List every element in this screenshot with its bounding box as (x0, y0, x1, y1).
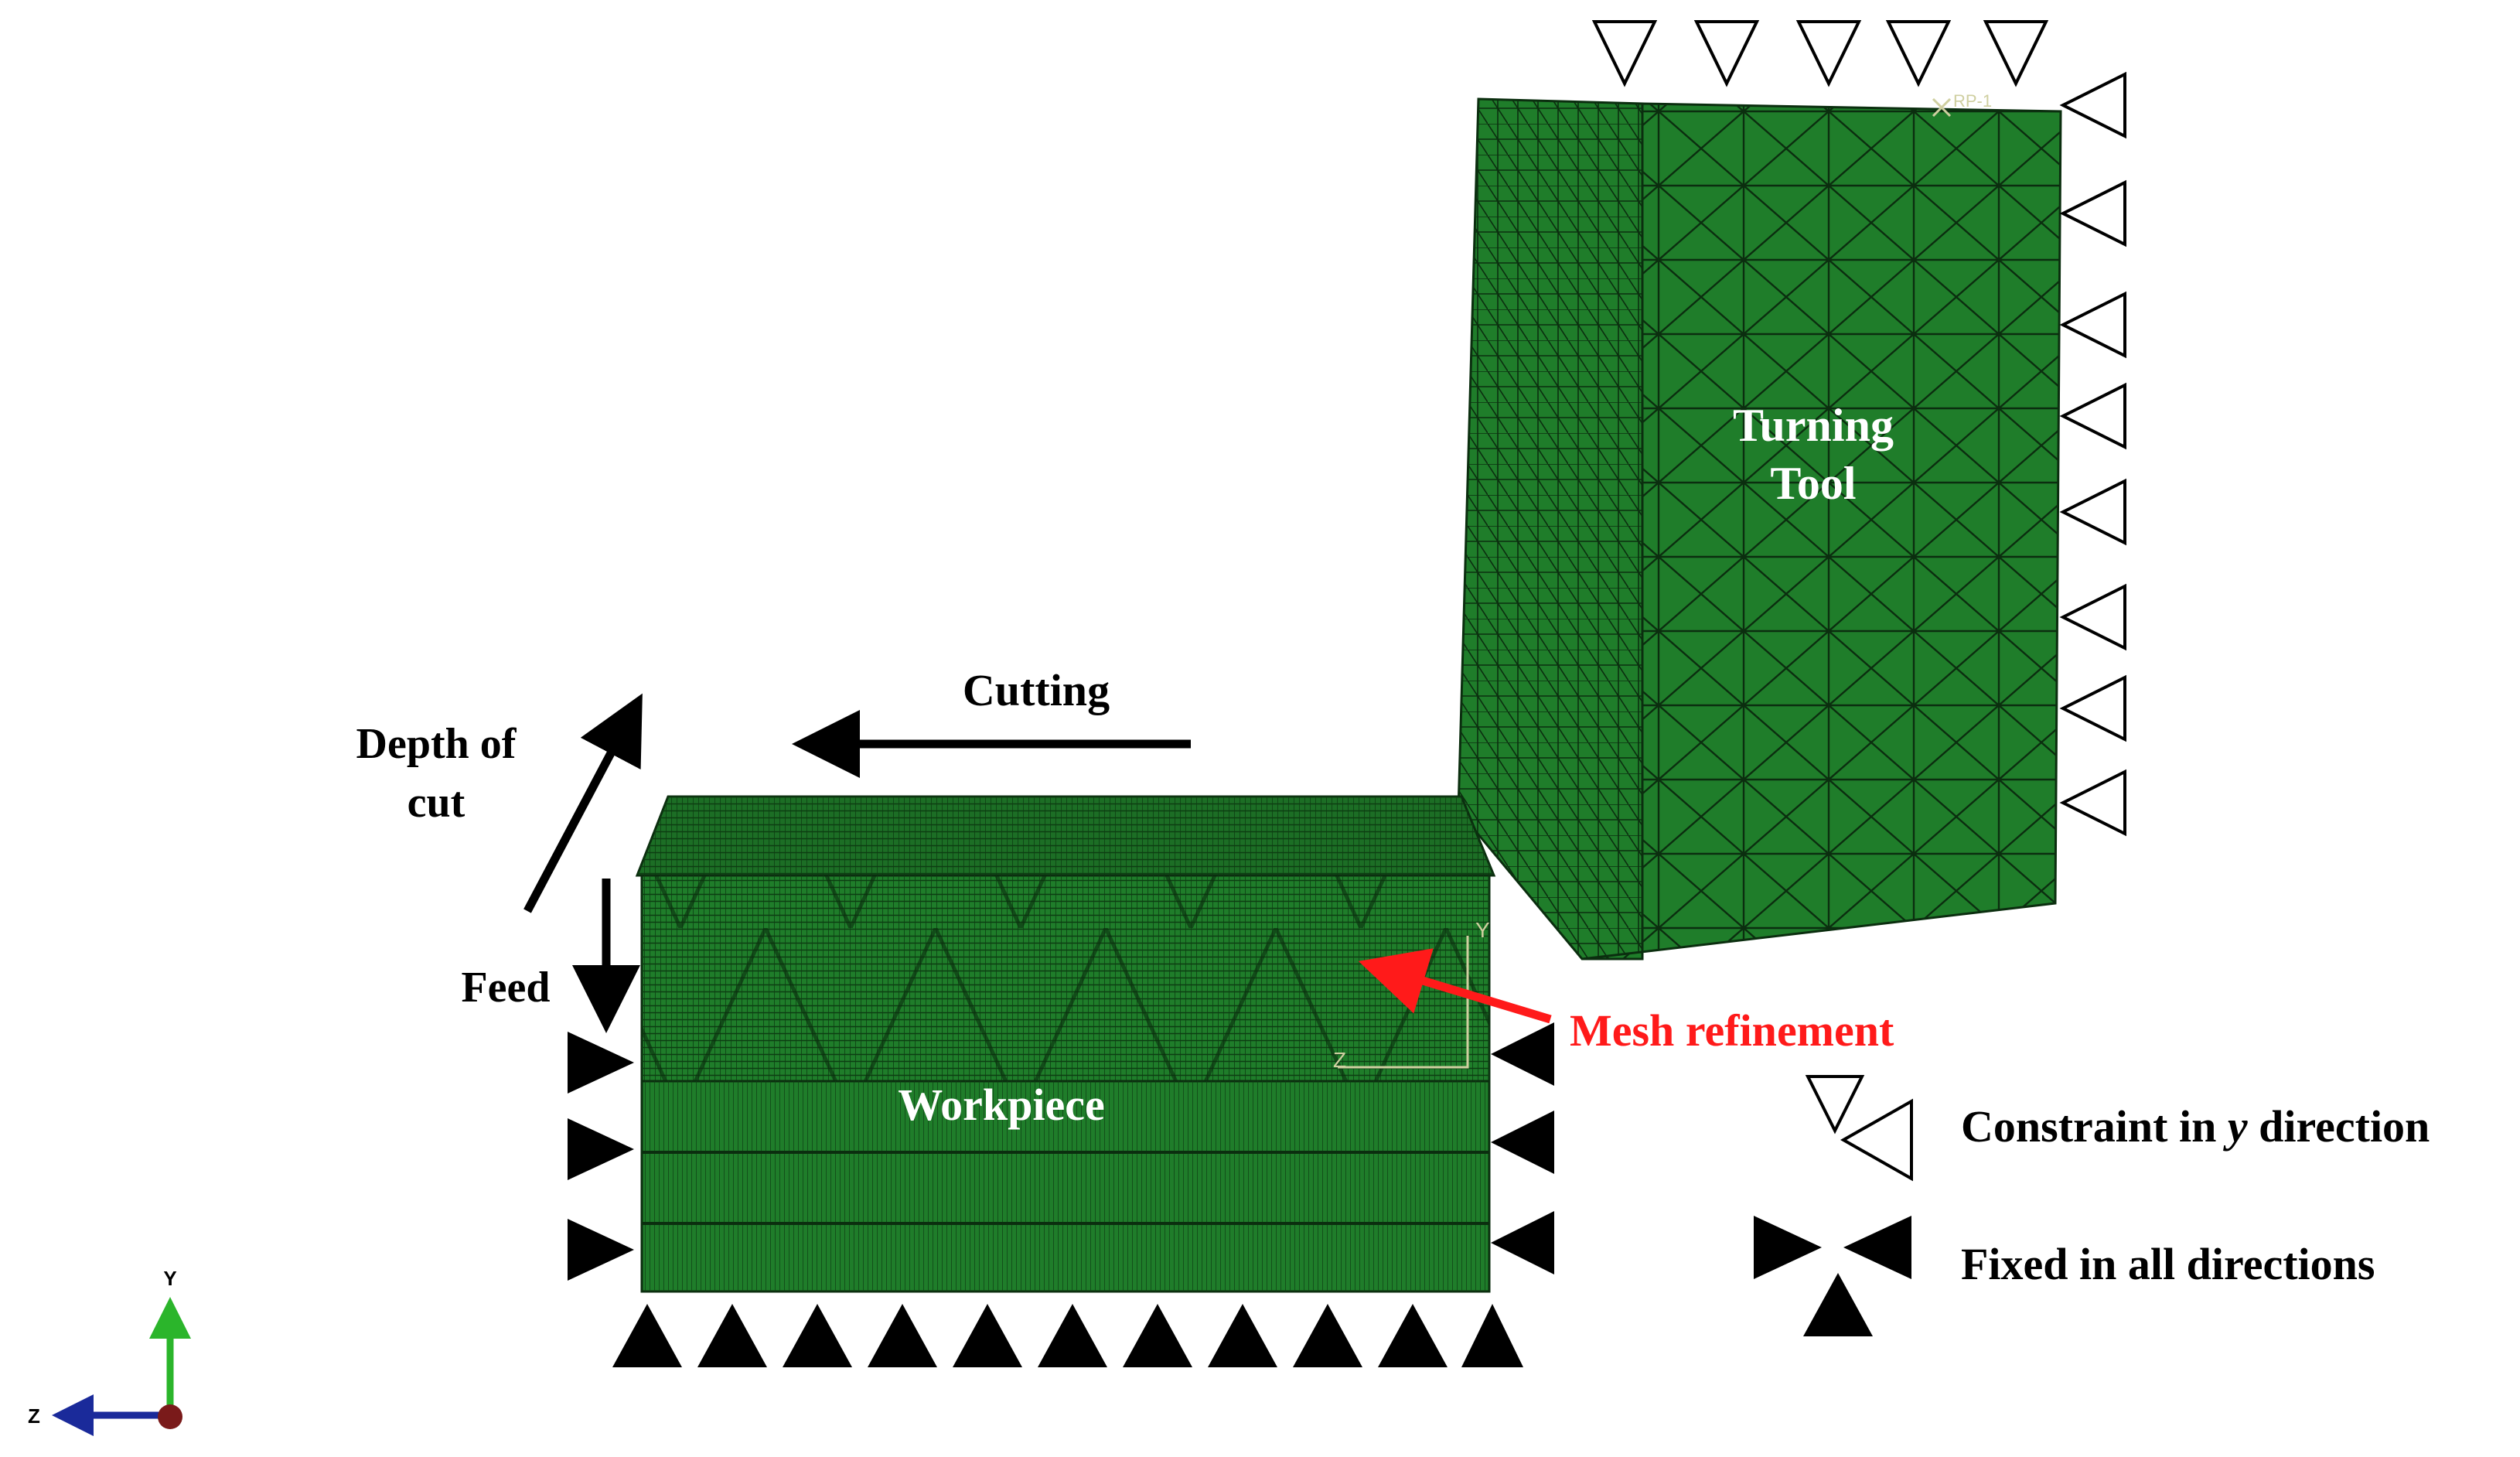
depth-of-cut-label-line1: Depth of (356, 720, 517, 768)
triad-z-label: Z (28, 1404, 40, 1428)
legend-constraint-y: Constraint in y direction (1805, 1075, 2430, 1182)
constraint-y-icon (1591, 20, 1658, 87)
fixed-all-icon (697, 1304, 767, 1367)
fixed-all-icon (953, 1304, 1022, 1367)
filled-triangle-icon (1754, 1216, 1822, 1279)
constraint-y-icon (1795, 20, 1862, 87)
axis-triad-icon: Y Z (28, 1267, 191, 1436)
constraint-y-icon (1693, 20, 1760, 87)
legend-constraint-y-label: Constraint in y direction (1961, 1101, 2430, 1152)
reference-point-marker: RP-1 (1932, 91, 1992, 118)
constraint-y-icon (2059, 583, 2126, 651)
constraint-y-icon (2059, 769, 2126, 837)
feed-direction: Feed (461, 879, 640, 1033)
workpiece: Y Z Workpiece (635, 795, 1496, 1293)
constraint-y-icon (1983, 20, 2049, 87)
mesh-refinement-label: Mesh refinement (1570, 1005, 1894, 1056)
filled-triangle-icon (1803, 1273, 1873, 1336)
local-axis-z-label: Z (1333, 1048, 1346, 1072)
fixed-all-icon (1491, 1111, 1554, 1174)
triad-y-label: Y (163, 1267, 176, 1290)
constraint-y-icon (2059, 478, 2126, 546)
depth-of-cut-direction: Depth of cut (356, 693, 643, 913)
legend-fixed-all: Fixed in all directions (1754, 1216, 2375, 1336)
filled-triangle-icon (1843, 1216, 1911, 1279)
fixed-all-icon (568, 1118, 634, 1180)
local-axes: Y Z (1333, 918, 1490, 1072)
open-triangle-icon (1805, 1075, 1865, 1135)
fixed-all-icon (612, 1304, 682, 1367)
fixed-all-icon (783, 1304, 852, 1367)
legend: Constraint in y direction Fixed in all d… (1754, 1075, 2430, 1336)
mesh-refinement-callout: Mesh refinement (1358, 948, 1894, 1056)
constraint-y-icon (2059, 291, 2126, 359)
workpiece-label: Workpiece (898, 1080, 1104, 1130)
turning-tool-label-line1: Turning (1733, 400, 1894, 451)
fixed-all-icon (568, 1219, 634, 1281)
feed-label: Feed (461, 964, 550, 1012)
fixed-all-icon (1038, 1304, 1107, 1367)
constraint-y-icon (2059, 179, 2126, 247)
tool-top-constraints (1591, 20, 2049, 87)
fixed-all-icon (1123, 1304, 1192, 1367)
local-axis-y-label: Y (1475, 918, 1490, 942)
workpiece-left-fixed (568, 1032, 634, 1281)
depth-of-cut-label-line2: cut (407, 779, 465, 827)
fixed-all-icon (868, 1304, 937, 1367)
constraint-y-icon (1885, 20, 1952, 87)
fixed-all-icon (1378, 1304, 1448, 1367)
workpiece-right-fixed (1491, 1022, 1554, 1274)
constraint-y-icon (2059, 382, 2126, 450)
cutting-label: Cutting (963, 665, 1110, 715)
fixed-all-icon (1491, 1022, 1554, 1086)
fixed-all-icon (568, 1032, 634, 1094)
fixed-all-icon (1208, 1304, 1277, 1367)
turning-tool: RP-1 Turning Tool (1457, 91, 2062, 961)
fixed-all-icon (1491, 1211, 1554, 1274)
legend-fixed-all-label: Fixed in all directions (1961, 1239, 2375, 1289)
fixed-all-icon (1293, 1304, 1362, 1367)
constraint-y-icon (2059, 71, 2126, 139)
tool-side-constraints (2059, 71, 2126, 837)
workpiece-bottom-fixed (612, 1304, 1523, 1367)
cutting-direction: Cutting (792, 665, 1191, 778)
constraint-y-icon (2059, 674, 2126, 742)
fixed-all-icon (1461, 1304, 1523, 1367)
turning-tool-label-line2: Tool (1770, 458, 1856, 509)
open-triangle-icon (1840, 1098, 1913, 1182)
rp-label: RP-1 (1953, 91, 1992, 111)
